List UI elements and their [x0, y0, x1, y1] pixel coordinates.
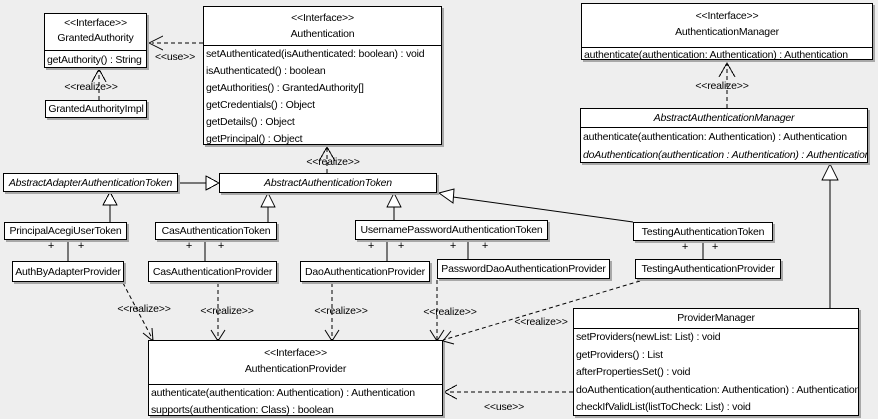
- realize-label: <<realize>>: [423, 306, 477, 318]
- class-granted-authority[interactable]: <<Interface>> GrantedAuthority getAuthor…: [44, 13, 147, 68]
- class-testing-authentication-token[interactable]: TestingAuthenticationToken: [633, 222, 773, 241]
- class-authentication[interactable]: <<Interface>> Authentication setAuthenti…: [203, 6, 442, 145]
- class-password-dao-authentication-provider[interactable]: PasswordDaoAuthenticationProvider: [437, 259, 610, 279]
- class-abstract-adapter-authentication-token[interactable]: AbstractAdapterAuthenticationToken: [3, 173, 178, 192]
- realize-label: <<realize>>: [314, 305, 368, 317]
- edge-gen-cas: [260, 191, 276, 222]
- class-stereotype: <<Interface>>: [291, 12, 354, 24]
- class-dao-authentication-provider[interactable]: DaoAuthenticationProvider: [300, 261, 430, 282]
- class-name: PasswordDaoAuthenticationProvider: [441, 263, 606, 275]
- class-method: afterPropertiesSet() : void: [576, 366, 691, 378]
- class-method: doAuthentication(authentication: Authent…: [576, 383, 858, 396]
- class-name: AbstractAdapterAuthenticationToken: [8, 176, 173, 189]
- use-label: <<use>>: [154, 51, 196, 63]
- class-name: AuthenticationManager: [675, 26, 779, 38]
- class-cas-authentication-token[interactable]: CasAuthenticationToken: [155, 222, 277, 240]
- class-stereotype: <<Interface>>: [64, 17, 127, 29]
- use-label: <<use>>: [483, 401, 525, 413]
- class-method: getDetails() : Object: [206, 116, 295, 128]
- class-authentication-provider[interactable]: <<Interface>> AuthenticationProvider aut…: [148, 340, 443, 416]
- class-name: GrantedAuthority: [57, 32, 134, 44]
- edge-gen-providermanager: [821, 162, 839, 308]
- class-testing-authentication-provider[interactable]: TestingAuthenticationProvider: [635, 259, 781, 279]
- class-stereotype: <<Interface>>: [264, 347, 327, 359]
- class-method: getAuthorities() : GrantedAuthority[]: [206, 82, 364, 94]
- realize-label: <<realize>>: [64, 81, 118, 93]
- class-method: getAuthority() : String: [47, 54, 142, 66]
- multiplicity-plus: +: [367, 240, 375, 252]
- edge-gen-adapter-token: [178, 175, 221, 191]
- multiplicity-plus: +: [711, 241, 719, 253]
- class-abstract-authentication-token[interactable]: AbstractAuthenticationToken: [219, 173, 437, 193]
- multiplicity-plus: +: [481, 240, 489, 252]
- class-stereotype: <<Interface>>: [695, 10, 759, 22]
- class-method: checkIfValidList(listToCheck: List) : vo…: [576, 401, 751, 413]
- class-name: Authentication: [290, 28, 355, 40]
- class-name: TestingAuthenticationToken: [641, 225, 765, 238]
- edge-gen-upat: [386, 191, 402, 220]
- class-method: authenticate(authentication: Authenticat…: [584, 49, 848, 60]
- realize-label: <<realize>>: [200, 305, 254, 317]
- class-method: doAuthentication(authentication : Authen…: [583, 149, 867, 161]
- class-method: getPrincipal() : Object: [206, 133, 303, 145]
- class-name: CasAuthenticationProvider: [152, 265, 273, 278]
- multiplicity-plus: +: [217, 240, 225, 252]
- multiplicity-plus: +: [47, 240, 55, 252]
- class-name: DaoAuthenticationProvider: [305, 265, 425, 278]
- class-name: ProviderManager: [677, 312, 755, 324]
- class-name: CasAuthenticationToken: [161, 225, 271, 237]
- class-method: isAuthenticated() : boolean: [206, 65, 326, 77]
- class-method: supports(authentication: Class) : boolea…: [151, 404, 334, 416]
- edge-gen-principal: [102, 190, 118, 222]
- class-method: authenticate(authentication: Authenticat…: [583, 131, 847, 143]
- multiplicity-plus: +: [77, 240, 85, 252]
- multiplicity-plus: +: [449, 240, 457, 252]
- multiplicity-plus: +: [681, 241, 689, 253]
- class-name: AuthenticationProvider: [244, 363, 347, 375]
- realize-label: <<realize>>: [514, 316, 568, 328]
- class-username-password-authentication-token[interactable]: UsernamePasswordAuthenticationToken: [355, 220, 548, 240]
- realize-label: <<realize>>: [306, 156, 360, 168]
- class-cas-authentication-provider[interactable]: CasAuthenticationProvider: [148, 261, 277, 282]
- class-name: UsernamePasswordAuthenticationToken: [360, 224, 543, 236]
- realize-label: <<realize>>: [117, 303, 171, 315]
- class-name: AbstractAuthenticationManager: [653, 112, 795, 124]
- class-method: setAuthenticated(isAuthenticated: boolea…: [206, 48, 425, 60]
- class-auth-by-adapter-provider[interactable]: AuthByAdapterProvider: [12, 261, 124, 282]
- class-principal-acegi-user-token[interactable]: PrincipalAcegiUserToken: [4, 222, 127, 240]
- edge-use-authentication-grantedauthority: [147, 35, 203, 51]
- edge-gen-testing-token: [437, 188, 634, 223]
- class-authentication-manager[interactable]: <<Interface>> AuthenticationManager auth…: [581, 3, 873, 60]
- class-name: TestingAuthenticationProvider: [641, 263, 775, 275]
- class-name: AuthByAdapterProvider: [15, 265, 121, 278]
- class-method: authenticate(authentication: Authenticat…: [151, 387, 415, 399]
- class-granted-authority-impl[interactable]: GrantedAuthorityImpl: [45, 100, 147, 118]
- class-abstract-authentication-manager[interactable]: AbstractAuthenticationManager authentica…: [580, 108, 868, 163]
- edge-use-providermanager: [442, 384, 573, 400]
- class-method: getProviders() : List: [576, 348, 663, 361]
- class-provider-manager[interactable]: ProviderManager setProviders(newList: Li…: [573, 308, 859, 416]
- realize-label: <<realize>>: [695, 80, 749, 92]
- multiplicity-plus: +: [185, 240, 193, 252]
- class-name: GrantedAuthorityImpl: [48, 103, 144, 115]
- class-name: AbstractAuthenticationToken: [264, 177, 392, 189]
- class-method: setProviders(newList: List) : void: [576, 331, 721, 343]
- class-name: PrincipalAcegiUserToken: [9, 225, 122, 237]
- multiplicity-plus: +: [397, 240, 405, 252]
- class-method: getCredentials() : Object: [206, 99, 315, 111]
